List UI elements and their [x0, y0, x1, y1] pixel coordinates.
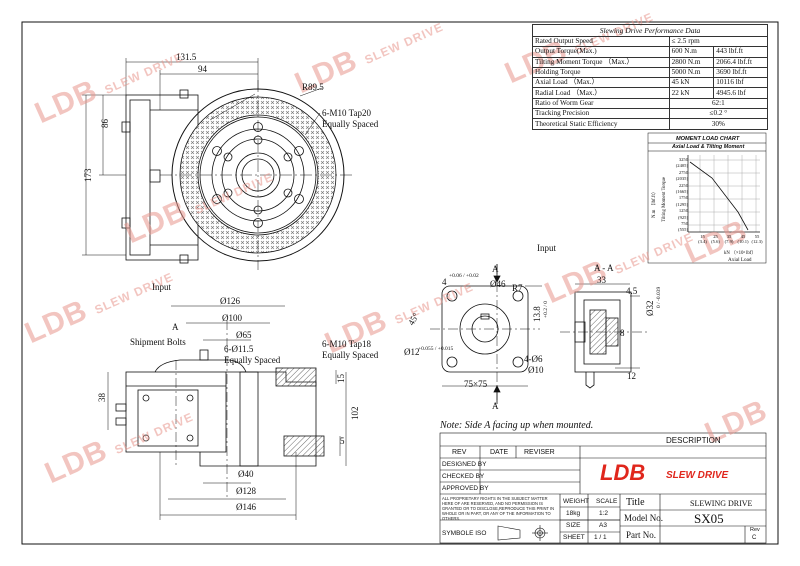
tb-size: A3	[599, 522, 607, 529]
dim-equally-spaced-3: Equally Spaced	[322, 350, 379, 360]
tb-rights-notice: ALL PROPRIETARY RIGHTS IN THE SUBJECT MA…	[442, 496, 555, 521]
tb-weight: 18kg	[566, 510, 581, 517]
dim-r89: R89.5	[302, 82, 324, 92]
dim-173: 173	[83, 168, 93, 183]
dim-4-5: 4.5	[626, 286, 638, 296]
dim-86: 86	[100, 119, 110, 128]
label-side-a: A	[172, 322, 179, 332]
tb-description: DESCRIPTION	[666, 436, 721, 445]
dim-equally-spaced-2: Equally Spaced	[224, 355, 281, 365]
dim-94: 94	[198, 64, 207, 74]
dim-38: 38	[97, 393, 107, 402]
section-mark-a-bottom: A	[492, 401, 499, 411]
performance-table: Slewing Drive Performance Data Rated Out…	[532, 24, 769, 130]
input-end-view	[430, 264, 542, 400]
moment-chart-x-ticks: 15(3.4)25(5.6)35(7.9)45(10.1)55(12.3)	[698, 234, 763, 244]
dim-8: 8	[620, 328, 625, 338]
tb-part-label: Part No.	[626, 530, 656, 540]
tb-weight-label: WEIGHT	[563, 498, 589, 505]
moment-chart-title: MOMENT LOAD CHART	[676, 136, 740, 142]
tb-title: SLEWING DRIVE	[690, 499, 753, 508]
dim-4xd6: 4-Ø6	[524, 354, 543, 364]
dim-131: 131.5	[176, 52, 197, 62]
dim-d46: Ø46	[490, 279, 506, 289]
mounting-note: Note: Side A facing up when mounted.	[440, 420, 594, 431]
tb-date: DATE	[490, 449, 509, 456]
moment-chart-subtitle: Axial Load & Tilting Moment	[672, 144, 745, 150]
moment-chart-xlabel: Axial Load	[728, 257, 752, 263]
moment-chart-y-ticks: 3250(2405) 2750(2035) 2250(1665) 1750(12…	[675, 157, 688, 233]
dim-75x75: 75×75	[464, 379, 488, 389]
tb-model: SX05	[694, 511, 724, 526]
label-shipment-bolts: Shipment Bolts	[130, 337, 186, 347]
tb-checked: CHECKED BY	[442, 473, 485, 480]
dim-d10: Ø10	[528, 365, 544, 375]
tb-model-label: Model No.	[624, 513, 663, 523]
table-row: Rated Output Speed≤ 2.5 rpm	[532, 35, 769, 48]
tb-designed: DESIGNED BY	[442, 461, 487, 468]
label-input-1: Input	[152, 282, 171, 292]
sheet-border	[21, 21, 779, 545]
dim-hole: 6-Ø11.5	[224, 344, 254, 354]
moment-chart-graph	[647, 132, 767, 264]
performance-title: Slewing Drive Performance Data	[532, 24, 768, 37]
section-aa-title: A - A	[594, 263, 614, 273]
dim-12: 12	[627, 371, 636, 381]
moment-chart-ylabel2: Tilting Moment Torque	[662, 177, 667, 222]
tb-reviser: REVISER	[524, 449, 555, 456]
dim-d32-tol: 0 / -0.039	[656, 286, 662, 308]
tb-symbol: SYMBOLE ISO	[442, 530, 487, 537]
dim-15: 15	[336, 374, 346, 383]
section-aa-view	[560, 283, 648, 389]
dim-d12-tol: +0.055 / +0.015	[418, 346, 454, 352]
dim-key-4-tol: +0.06 / +0.02	[449, 273, 479, 279]
dim-13-8-tol: +0.2 / 0	[543, 300, 549, 318]
tb-approved: APPROVED BY	[442, 485, 489, 492]
section-cut-marks	[493, 264, 501, 404]
tb-sheet-label: SHEET	[563, 534, 585, 541]
dim-102: 102	[350, 406, 360, 421]
dim-d40: Ø40	[238, 469, 254, 479]
dim-r7: R7	[512, 283, 523, 293]
tb-size-label: SIZE	[566, 522, 581, 529]
title-block-lines	[439, 432, 767, 544]
tb-logo-sub: SLEW DRIVE	[666, 470, 729, 481]
tb-rev: REV	[452, 449, 467, 456]
top-view	[82, 58, 355, 270]
label-input-2: Input	[537, 243, 556, 253]
dim-tap20: 6-M10 Tap20	[322, 108, 371, 118]
tb-logo: LDB	[600, 460, 646, 485]
moment-chart-xunit: kN （×10³ lbf）	[724, 251, 757, 256]
tb-title-label: Title	[626, 497, 645, 508]
tb-rev-value: C	[752, 535, 757, 541]
section-mark-a-top: A	[492, 264, 499, 274]
dim-key-4: 4	[442, 277, 447, 287]
dim-d146: Ø146	[236, 502, 256, 512]
dim-5: 5	[340, 436, 345, 446]
front-view	[107, 305, 347, 520]
tb-scale: 1:2	[599, 510, 609, 517]
dim-tap18: 6-M10 Tap18	[322, 339, 371, 349]
dim-d100: Ø100	[222, 313, 242, 323]
table-row: Tracking Precision≤0.2 °	[532, 108, 769, 120]
dim-d65: Ø65	[236, 330, 252, 340]
dim-d126: Ø126	[220, 296, 240, 306]
tb-scale-label: SCALE	[596, 498, 618, 505]
tb-sheet: 1 / 1	[594, 534, 607, 541]
dim-33: 33	[597, 275, 606, 285]
moment-chart-ylabel: N.m （lbf.ft）	[652, 189, 657, 218]
dim-d128: Ø128	[236, 486, 256, 496]
dim-equally-spaced-1: Equally Spaced	[322, 119, 379, 129]
tb-rev-label: Rev	[750, 527, 760, 533]
dim-d12: Ø12	[404, 347, 420, 357]
